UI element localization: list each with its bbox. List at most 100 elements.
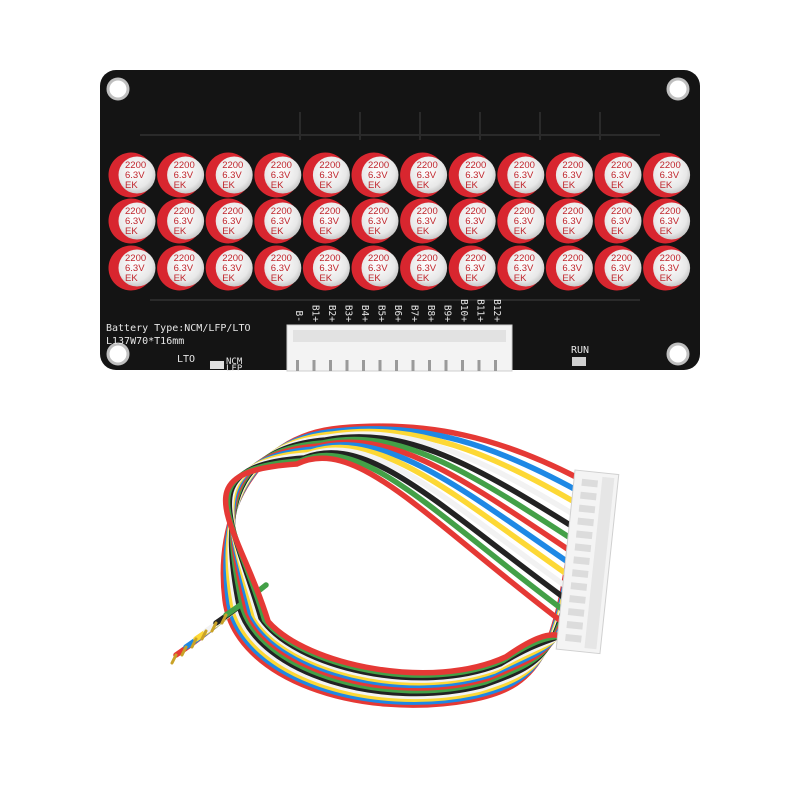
capacitor-marking: EK: [562, 226, 575, 237]
capacitor-marking: 2200: [562, 160, 583, 171]
capacitor-marking: 2200: [368, 160, 389, 171]
connector-slot: [574, 543, 592, 553]
pin-label: B3+: [343, 305, 354, 322]
capacitor-marking: 6.3V: [368, 263, 388, 274]
pin-labels: B-B1+B2+B3+B4+B5+B6+B7+B8+B9+B10+B11+B12…: [293, 299, 502, 322]
capacitor-marking: 6.3V: [611, 216, 631, 227]
capacitor-marking: 6.3V: [222, 263, 242, 274]
capacitor-marking: 6.3V: [660, 170, 680, 181]
capacitor-marking: 2200: [465, 253, 486, 264]
capacitor-marking: 2200: [611, 206, 632, 217]
capacitor-marking: 2200: [319, 160, 340, 171]
capacitor-marking: EK: [465, 273, 478, 284]
wire-tip: [220, 613, 228, 625]
pin-label: B1+: [310, 305, 321, 322]
lto-label: LTO: [177, 354, 195, 365]
capacitor-marking: 2200: [174, 160, 195, 171]
pin-label: B2+: [326, 305, 337, 322]
capacitor-marking: EK: [660, 226, 673, 237]
capacitor-marking: 2200: [222, 206, 243, 217]
capacitor-marking: EK: [174, 226, 187, 237]
lfp-label: LFP: [226, 364, 243, 374]
capacitor-marking: 2200: [271, 206, 292, 217]
capacitor-marking: EK: [222, 273, 235, 284]
capacitor-marking: 6.3V: [319, 263, 339, 274]
mounting-holes: [106, 77, 690, 366]
header-pin: [296, 360, 299, 371]
mounting-hole: [666, 342, 690, 366]
wire-tip: [210, 621, 218, 633]
capacitor-marking: 2200: [125, 253, 146, 264]
capacitor-marking: 2200: [611, 253, 632, 264]
cable-connector: [555, 469, 620, 655]
capacitor-marking: EK: [562, 180, 575, 191]
connector-slot: [575, 530, 593, 540]
capacitor-marking: 6.3V: [174, 170, 194, 181]
ncm-label: NCM: [226, 357, 243, 367]
capacitor-marking: 6.3V: [125, 216, 145, 227]
wire-tip: [170, 653, 178, 665]
capacitor-marking: EK: [514, 226, 527, 237]
capacitor-marking: 2200: [611, 160, 632, 171]
pin-label: B9+: [442, 305, 453, 322]
capacitor-marking: 6.3V: [562, 170, 582, 181]
pin-label: B4+: [359, 305, 370, 322]
capacitor-marking: EK: [319, 180, 332, 191]
header-pin: [378, 360, 382, 371]
capacitor-marking: EK: [174, 273, 187, 284]
pin-label: B6+: [392, 305, 403, 322]
capacitor-marking: 2200: [271, 160, 292, 171]
capacitor-marking: 6.3V: [271, 216, 291, 227]
capacitor-marking: 6.3V: [611, 170, 631, 181]
connector-slot: [570, 582, 588, 591]
capacitor-marking: EK: [222, 180, 235, 191]
capacitor-marking: 2200: [514, 253, 535, 264]
capacitor-marking: 2200: [514, 206, 535, 217]
capacitor-marking: EK: [125, 180, 138, 191]
capacitor-marking: EK: [319, 226, 332, 237]
capacitor-marking: EK: [465, 180, 478, 191]
capacitor-marking: 2200: [174, 253, 195, 264]
capacitor-marking: EK: [125, 226, 138, 237]
capacitor-marking: 2200: [174, 206, 195, 217]
connector-slot: [569, 595, 586, 604]
capacitor-marking: 6.3V: [465, 216, 485, 227]
capacitor-marking: 2200: [562, 253, 583, 264]
capacitor-marking: 6.3V: [417, 263, 437, 274]
pin-label: B-: [293, 311, 304, 322]
capacitor-marking: 2200: [660, 253, 681, 264]
capacitor-marking: EK: [174, 180, 187, 191]
capacitor-marking: EK: [125, 273, 138, 284]
battery-type-label: Battery Type:NCM/LFP/LTO: [106, 323, 251, 334]
pin-label: B8+: [425, 305, 436, 322]
capacitor-marking: 6.3V: [660, 216, 680, 227]
capacitor-marking: 6.3V: [222, 216, 242, 227]
capacitor-marking: 2200: [514, 160, 535, 171]
header-pin: [345, 360, 349, 371]
capacitor-marking: EK: [368, 226, 381, 237]
header-pin: [461, 360, 464, 371]
mode-jumper: [210, 361, 224, 369]
capacitor-marking: 2200: [562, 206, 583, 217]
